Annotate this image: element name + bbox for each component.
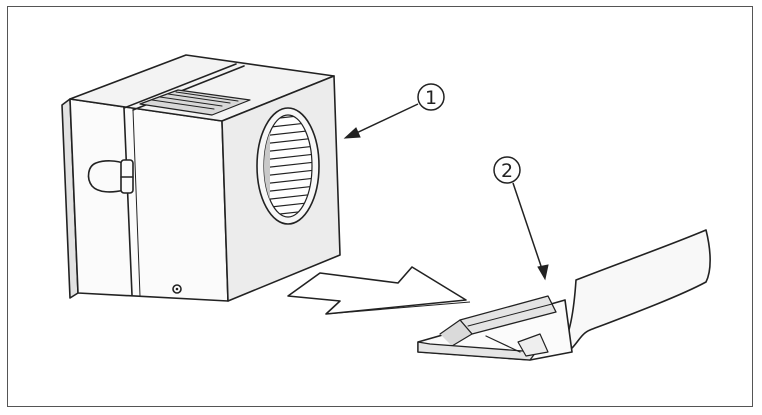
- callout-2: 2: [493, 156, 549, 281]
- callout-1-leader: [349, 103, 419, 137]
- direction-arrow-icon: [287, 266, 467, 315]
- callout-1-circle: [417, 83, 445, 111]
- tray-curved-wall: [559, 229, 711, 353]
- blower-housing: [61, 54, 341, 302]
- callout-1-arrowhead: [343, 127, 361, 139]
- callout-2-leader: [512, 182, 544, 273]
- housing-front-panel: [69, 98, 229, 302]
- motor-mount-bracket: [87, 159, 134, 194]
- callout-2-circle: [493, 156, 521, 184]
- tray-front-lip: [417, 341, 537, 361]
- callout-1: 1: [343, 83, 445, 139]
- inlet-ring-inner: [263, 114, 313, 218]
- mounting-tray: [417, 229, 711, 361]
- callout-1-label: 1: [425, 87, 437, 109]
- callout-2-label: 2: [501, 160, 513, 182]
- callout-2-arrowhead: [537, 264, 549, 281]
